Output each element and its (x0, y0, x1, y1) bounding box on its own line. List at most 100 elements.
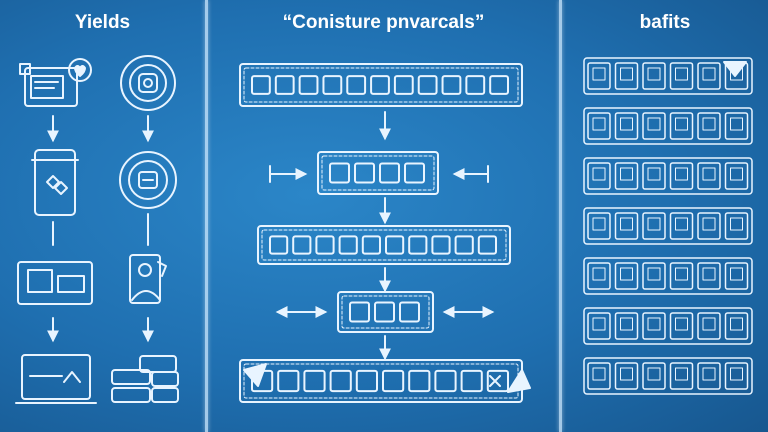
module-frame (318, 152, 438, 194)
flow-module-3 (258, 226, 510, 264)
person-icon (130, 255, 166, 303)
module-component-icon (400, 303, 419, 322)
module-inner-frame (342, 296, 429, 328)
grid-cell-icon (698, 163, 720, 189)
grid-cell-glyph (703, 218, 715, 230)
heart-icon (69, 59, 91, 81)
grid-cell-glyph (593, 168, 605, 180)
grid-cell-icon (616, 363, 638, 389)
module-component-icon (462, 371, 482, 391)
grid-cell-glyph (621, 68, 633, 80)
grid-cell-icon (726, 163, 748, 189)
grid-cell-glyph (676, 168, 688, 180)
module-inner-frame (244, 68, 518, 102)
folder-icon (20, 64, 77, 106)
flow-module-2 (318, 152, 438, 194)
grid-cell-glyph (703, 68, 715, 80)
module-component-icon (355, 164, 374, 183)
module-component-icon (293, 236, 310, 253)
grid-cell-glyph (593, 268, 605, 280)
grid-cell-icon (726, 313, 748, 339)
module-component-icon (340, 236, 357, 253)
grid-cell-icon (643, 63, 665, 89)
module-component-icon (490, 76, 508, 94)
module-component-icon (386, 236, 403, 253)
module-component-icon (419, 76, 437, 94)
grid-cell-icon (616, 163, 638, 189)
grid-cell-icon (588, 163, 610, 189)
grid-cell-icon (643, 113, 665, 139)
grid-cell-glyph (703, 118, 715, 130)
grid-cell-icon (726, 213, 748, 239)
grid-cell-glyph (676, 268, 688, 280)
grid-cell-icon (671, 113, 693, 139)
module-component-icon (488, 371, 508, 391)
grid-cell-icon (698, 113, 720, 139)
grid-cell-icon (616, 263, 638, 289)
grid-cell-glyph (676, 218, 688, 230)
module-component-icon (435, 371, 455, 391)
grid-cell-icon (588, 213, 610, 239)
module-component-icon (270, 236, 287, 253)
module-component-icon (347, 76, 365, 94)
module-component-icon (479, 236, 496, 253)
module-component-icon (395, 76, 413, 94)
robot-icon (120, 152, 176, 208)
grid-cell-glyph (731, 318, 743, 330)
grid-cell-icon (643, 363, 665, 389)
grid-cell-icon (671, 363, 693, 389)
grid-row (584, 258, 752, 294)
grid-cell-glyph (676, 118, 688, 130)
grid-cell-glyph (648, 168, 660, 180)
module-component-icon (323, 76, 341, 94)
grid-cell-icon (698, 263, 720, 289)
flow-module-1 (240, 64, 522, 106)
module-component-icon (405, 164, 424, 183)
grid-cell-glyph (703, 368, 715, 380)
grid-cell-icon (616, 113, 638, 139)
grid-cell-icon (588, 363, 610, 389)
module-inner-frame (262, 230, 506, 260)
module-component-icon (252, 76, 270, 94)
grid-cell-icon (643, 263, 665, 289)
module-component-icon (300, 76, 318, 94)
grid-cell-glyph (648, 368, 660, 380)
grid-cell-icon (671, 213, 693, 239)
grid-cell-glyph (621, 218, 633, 230)
divider-left (205, 0, 208, 432)
stack-icon (112, 356, 178, 402)
grid-cell-icon (643, 163, 665, 189)
grid-cell-glyph (648, 68, 660, 80)
module-component-icon (380, 164, 399, 183)
grid-cell-icon (588, 113, 610, 139)
cursor-icon (724, 62, 746, 76)
module-component-icon (443, 76, 461, 94)
grid-cell-glyph (731, 118, 743, 130)
flow-module-4 (338, 292, 433, 332)
module-component-icon (383, 371, 403, 391)
grid-cell-glyph (621, 168, 633, 180)
grid-cell-icon (671, 63, 693, 89)
grid-cell-icon (588, 313, 610, 339)
grid-row (584, 58, 752, 94)
grid-cell-icon (698, 213, 720, 239)
grid-cell-glyph (676, 68, 688, 80)
grid-cell-glyph (593, 368, 605, 380)
tablet-icon (32, 150, 78, 215)
module-frame (240, 360, 522, 402)
module-component-icon (375, 303, 394, 322)
grid-cell-icon (616, 213, 638, 239)
cursor-icon (244, 364, 266, 386)
module-component-icon (316, 236, 333, 253)
module-component-icon (409, 236, 426, 253)
grid-cell-glyph (621, 318, 633, 330)
grid-row (584, 158, 752, 194)
grid-cell-glyph (703, 268, 715, 280)
grid-cell-glyph (731, 218, 743, 230)
module-component-icon (409, 371, 429, 391)
grid-cell-glyph (648, 118, 660, 130)
grid-cell-glyph (676, 318, 688, 330)
grid-cell-glyph (648, 218, 660, 230)
